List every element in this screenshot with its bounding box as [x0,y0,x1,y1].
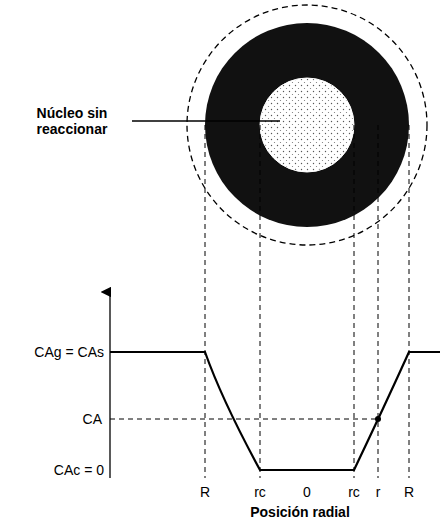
concentration-profile [110,352,440,470]
profile-point [375,416,381,422]
radial-position: rc [254,484,266,500]
radial-position: 0 [303,484,311,500]
concentration-axis [109,292,110,478]
axis-value: CA [83,411,102,427]
core-label: Núcleo sin reaccionar [16,105,128,137]
radial-position: R [404,484,414,500]
guide-lines [110,125,409,478]
leader-line [132,120,280,121]
unreacted-core [260,78,354,172]
axis-value: CAc = 0 [54,462,104,478]
gas-film-circle [187,5,427,245]
radial-position: R [200,484,210,500]
axis-value: CAg = CAs [34,344,104,360]
radial-position: rc [348,484,360,500]
axis-title: Posición radial [250,504,350,520]
radial-position: r [376,484,381,500]
